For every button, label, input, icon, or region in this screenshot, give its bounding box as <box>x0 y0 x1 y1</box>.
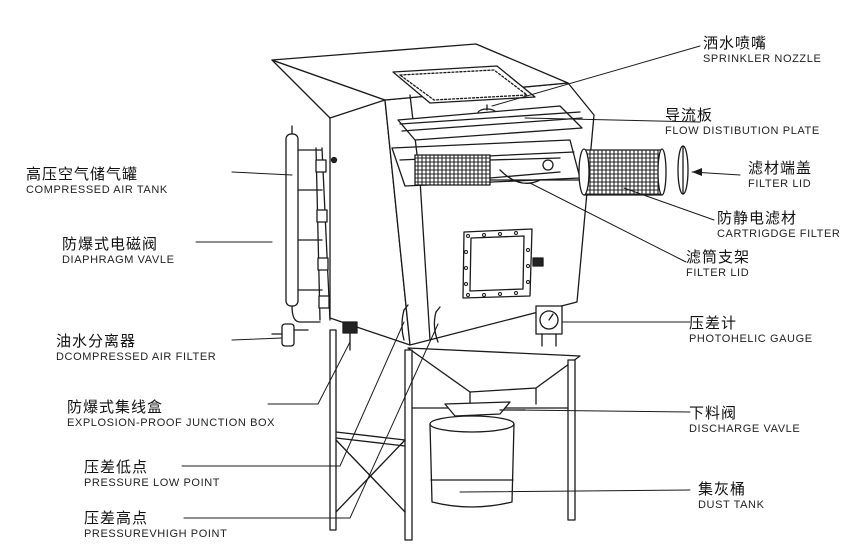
inspection-window <box>462 228 544 299</box>
label-zh: 集灰桶 <box>698 480 747 498</box>
label-zh: 防爆式电磁阀 <box>62 235 159 253</box>
label-diaphragm-valve: 防爆式电磁阀 DIAPHRAGM VAVLE <box>62 237 175 266</box>
label-discharge-valve: 下料阀 DISCHARGE VAVLE <box>689 406 800 435</box>
label-en: FILTER LID <box>748 178 812 190</box>
label-zh: 防爆式集线盒 <box>67 398 164 416</box>
label-gauge: 压差计 PHOTOHELIC GAUGE <box>689 316 813 345</box>
label-en: COMPRESSED AIR TANK <box>26 184 168 196</box>
label-air-filter: 油水分离器 DCOMPRESSED AIR FILTER <box>56 334 216 363</box>
label-zh: 滤材端盖 <box>748 159 813 177</box>
label-en: FILTER LID <box>686 267 750 279</box>
label-pressure-high: 压差高点 PRESSUREVHIGH POINT <box>84 511 227 540</box>
label-dust-tank: 集灰桶 DUST TANK <box>698 482 765 511</box>
label-en: PHOTOHELIC GAUGE <box>689 333 813 345</box>
label-en: CARTRIGDGE FILTER <box>717 228 841 240</box>
label-sprinkler-nozzle: 洒水喷嘴 SPRINKLER NOZZLE <box>703 36 821 65</box>
label-zh: 油水分离器 <box>56 332 137 350</box>
label-cartridge-filter: 防静电滤材 CARTRIGDGE FILTER <box>717 211 840 240</box>
label-zh: 高压空气储气罐 <box>26 165 139 183</box>
label-air-tank: 高压空气储气罐 COMPRESSED AIR TANK <box>26 167 168 196</box>
label-filter-holder: 滤筒支架 FILTER LID <box>686 250 750 279</box>
label-zh: 压差低点 <box>84 458 149 476</box>
hopper-frame <box>329 329 581 541</box>
label-en: EXPLOSION-PROOF JUNCTION BOX <box>67 417 276 429</box>
label-zh: 洒水喷嘴 <box>703 34 768 52</box>
label-en: DISCHARGE VAVLE <box>689 423 801 435</box>
dust-tank-part <box>429 415 515 508</box>
label-zh: 滤筒支架 <box>686 248 751 266</box>
label-zh: 防静电滤材 <box>717 209 798 227</box>
label-junction-box: 防爆式集线盒 EXPLOSION-PROOF JUNCTION BOX <box>67 400 275 429</box>
label-zh: 下料阀 <box>689 404 738 422</box>
label-en: FLOW DISTIBUTION PLATE <box>665 125 820 137</box>
label-zh: 压差高点 <box>84 509 149 527</box>
leader-lines <box>181 45 741 519</box>
label-en: PRESSUREVHIGH POINT <box>84 528 228 540</box>
discharge-valve-part <box>444 401 526 417</box>
cartridge-filter-part <box>578 145 689 196</box>
label-flow-plate: 导流板 FLOW DISTIBUTION PLATE <box>665 108 820 137</box>
label-zh: 导流板 <box>665 106 714 124</box>
label-en: DUST TANK <box>698 499 765 511</box>
arrowheads <box>692 168 702 176</box>
label-en: SPRINKLER NOZZLE <box>703 53 822 65</box>
label-pressure-low: 压差低点 PRESSURE LOW POINT <box>84 460 220 489</box>
junction-box-part <box>342 321 358 351</box>
label-en: PRESSURE LOW POINT <box>84 477 221 489</box>
air-tank-part <box>285 125 338 323</box>
pressure-taps <box>401 304 441 343</box>
label-en: DCOMPRESSED AIR FILTER <box>56 351 217 363</box>
label-en: DIAPHRAGM VAVLE <box>62 254 175 266</box>
air-filter-part <box>271 323 309 347</box>
label-filter-lid: 滤材端盖 FILTER LID <box>748 161 812 190</box>
gauge-part <box>535 305 563 347</box>
flow-plate-part <box>397 105 583 141</box>
top-hatch <box>392 65 536 104</box>
label-zh: 压差计 <box>689 314 738 332</box>
